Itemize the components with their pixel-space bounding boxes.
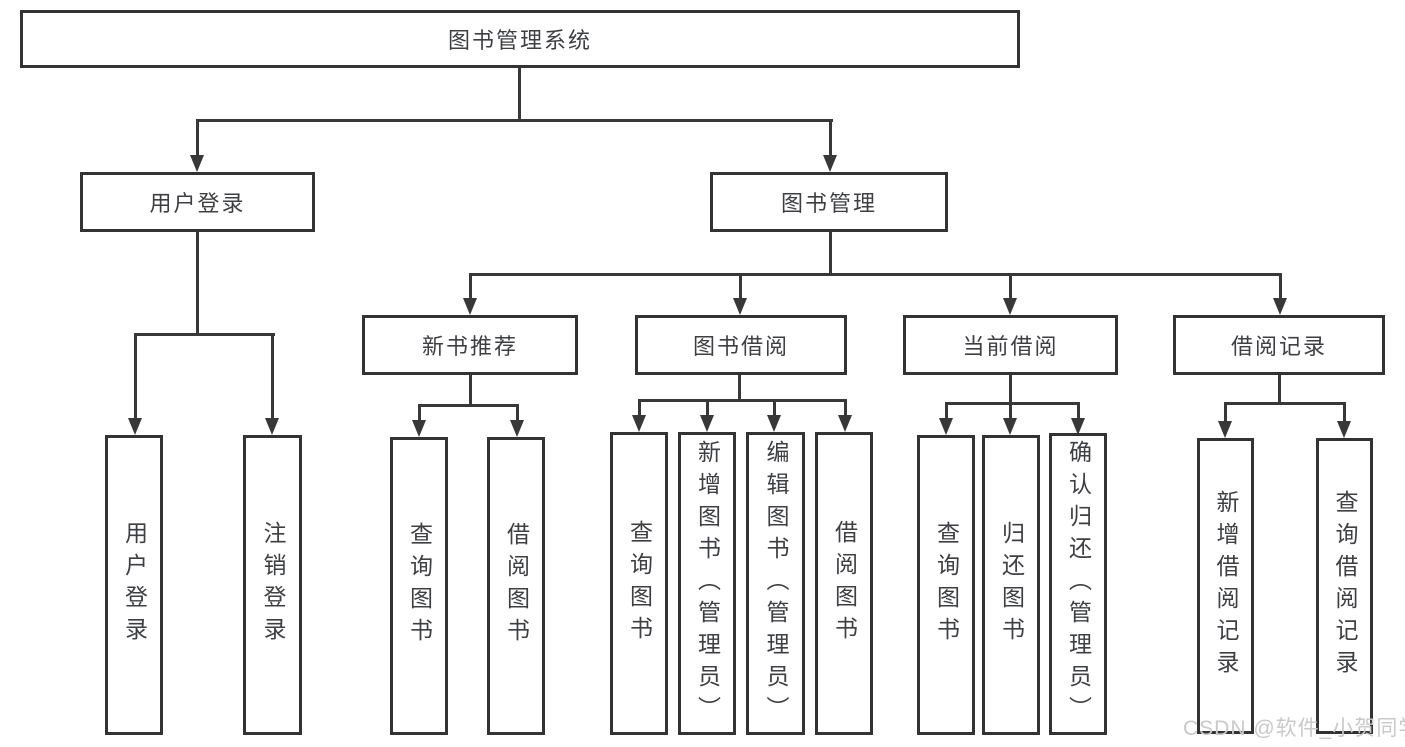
node-book-borrow: 图书借阅 bbox=[635, 315, 847, 375]
connector-line bbox=[134, 333, 275, 336]
arrow-down-icon bbox=[767, 415, 781, 432]
arrow-down-icon bbox=[823, 155, 837, 172]
connector-line bbox=[638, 399, 847, 402]
leaf-label: 查询图书 bbox=[933, 521, 960, 649]
arrow-down-icon bbox=[510, 420, 524, 437]
arrow-down-icon bbox=[733, 298, 747, 315]
leaf-label: 归还图书 bbox=[998, 521, 1025, 649]
connector-line bbox=[1224, 402, 1227, 421]
connector-line bbox=[1343, 402, 1346, 421]
leaf-label: 确认归还（管理员） bbox=[1065, 440, 1092, 728]
leaf-edit-books-admin: 编辑图书（管理员） bbox=[746, 432, 805, 735]
connector-line bbox=[1077, 402, 1080, 419]
connector-line bbox=[738, 375, 741, 401]
leaf-user-login: 用户登录 bbox=[105, 435, 163, 735]
arrow-down-icon bbox=[939, 418, 953, 435]
arrow-down-icon bbox=[412, 420, 426, 437]
leaf-label: 借阅图书 bbox=[503, 522, 530, 650]
arrow-down-icon bbox=[1218, 421, 1232, 438]
leaf-label: 查询图书 bbox=[406, 522, 433, 650]
arrow-down-icon bbox=[632, 415, 646, 432]
leaf-query-books-3: 查询图书 bbox=[917, 435, 975, 735]
connector-line bbox=[1279, 273, 1282, 301]
csdn-watermark: CSDN @软件_小贺同学 bbox=[1183, 717, 1405, 740]
connector-line bbox=[134, 333, 137, 419]
connector-line bbox=[418, 404, 421, 422]
connector-line bbox=[196, 232, 199, 335]
connector-line bbox=[469, 375, 472, 406]
connector-line bbox=[844, 399, 847, 416]
connector-line bbox=[518, 68, 521, 121]
connector-line bbox=[638, 399, 641, 416]
node-book-management: 图书管理 bbox=[710, 172, 948, 232]
connector-line bbox=[829, 119, 832, 159]
connector-line bbox=[945, 402, 948, 419]
connector-line bbox=[945, 402, 1080, 405]
leaf-add-borrow-record: 新增借阅记录 bbox=[1197, 438, 1254, 734]
leaf-query-books-2: 查询图书 bbox=[610, 432, 668, 735]
connector-line bbox=[1009, 273, 1012, 301]
connector-line bbox=[1009, 375, 1012, 404]
connector-line bbox=[706, 399, 709, 416]
arrow-down-icon bbox=[190, 155, 204, 172]
node-new-book-recommend: 新书推荐 bbox=[362, 315, 578, 375]
node-root: 图书管理系统 bbox=[20, 10, 1020, 68]
arrow-down-icon bbox=[1337, 421, 1351, 438]
connector-line bbox=[1224, 402, 1346, 405]
arrow-down-icon bbox=[463, 298, 477, 315]
leaf-label: 用户登录 bbox=[121, 521, 148, 649]
connector-line bbox=[1009, 402, 1012, 419]
arrow-down-icon bbox=[128, 418, 142, 435]
leaf-label: 编辑图书（管理员） bbox=[763, 439, 789, 728]
connector-line bbox=[418, 404, 519, 407]
leaf-logout-login: 注销登录 bbox=[243, 435, 302, 735]
connector-line bbox=[196, 119, 199, 159]
arrow-down-icon bbox=[838, 415, 852, 432]
connector-line bbox=[739, 273, 742, 301]
arrow-down-icon bbox=[1003, 298, 1017, 315]
connector-line bbox=[773, 399, 776, 416]
leaf-borrow-books-1: 借阅图书 bbox=[487, 437, 545, 735]
connector-line bbox=[1278, 375, 1281, 404]
connector-line bbox=[516, 404, 519, 422]
leaf-label: 查询借阅记录 bbox=[1332, 490, 1358, 682]
leaf-query-borrow-record: 查询借阅记录 bbox=[1316, 438, 1373, 734]
leaf-label: 新增借阅记录 bbox=[1213, 490, 1239, 682]
leaf-label: 查询图书 bbox=[626, 519, 653, 648]
leaf-return-books: 归还图书 bbox=[982, 435, 1040, 735]
connector-line bbox=[469, 273, 1282, 276]
node-user-login: 用户登录 bbox=[80, 172, 315, 232]
arrow-down-icon bbox=[265, 418, 279, 435]
arrow-down-icon bbox=[1071, 418, 1085, 435]
connector-line bbox=[196, 119, 833, 122]
node-current-borrow: 当前借阅 bbox=[903, 315, 1118, 375]
leaf-label: 借阅图书 bbox=[831, 519, 858, 648]
leaf-add-books-admin: 新增图书（管理员） bbox=[678, 432, 736, 735]
arrow-down-icon bbox=[700, 415, 714, 432]
leaf-label: 注销登录 bbox=[260, 521, 286, 649]
node-borrow-records: 借阅记录 bbox=[1173, 315, 1385, 375]
leaf-borrow-books-2: 借阅图书 bbox=[815, 432, 873, 735]
leaf-confirm-return-admin: 确认归还（管理员） bbox=[1049, 433, 1107, 735]
connector-line bbox=[829, 232, 832, 275]
leaf-label: 新增图书（管理员） bbox=[694, 439, 721, 728]
arrow-down-icon bbox=[1273, 298, 1287, 315]
arrow-down-icon bbox=[1003, 418, 1017, 435]
leaf-query-books-1: 查询图书 bbox=[390, 437, 448, 735]
connector-line bbox=[271, 333, 274, 419]
connector-line bbox=[469, 273, 472, 301]
